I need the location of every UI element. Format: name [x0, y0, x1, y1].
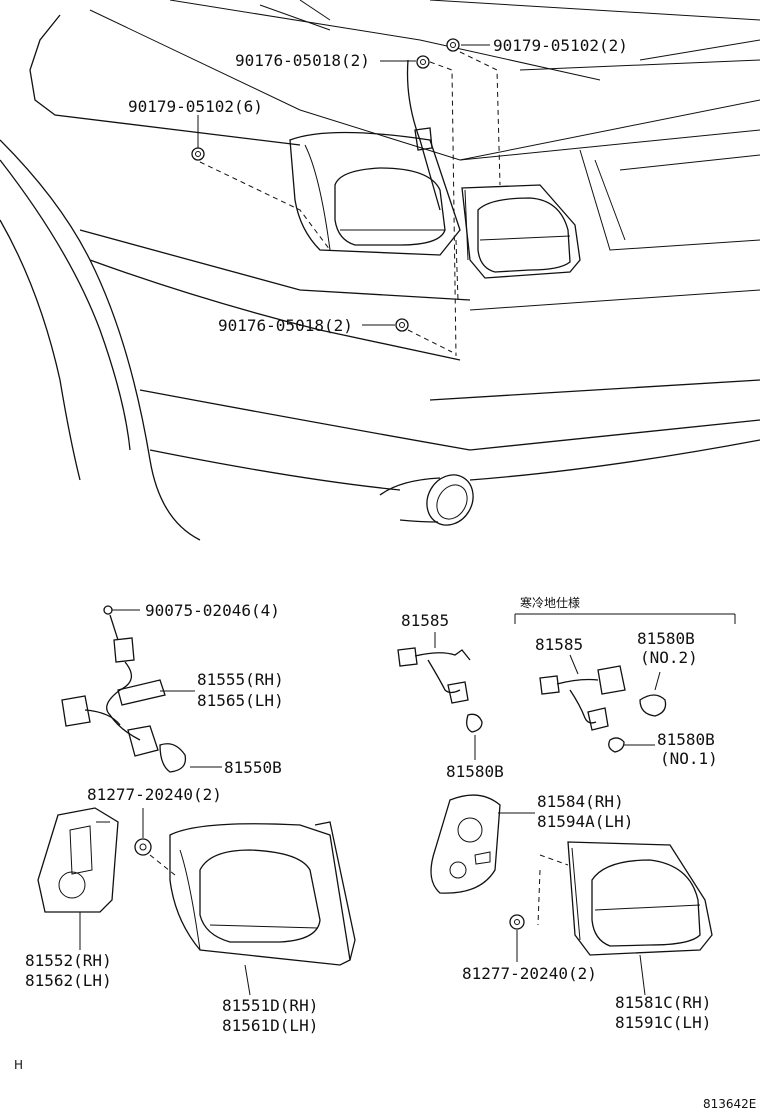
- callout-nut-outer: 81277-20240(2): [87, 785, 222, 804]
- vehicle-rear-view: [0, 0, 760, 541]
- nut-icon: [191, 147, 205, 161]
- callout-cold-spec: 寒冷地仕様: [520, 595, 580, 610]
- callout-nut-inner: 81277-20240(2): [462, 964, 597, 983]
- socket-cold-spec: [539, 654, 667, 753]
- callout-cover-rh: 81584(RH): [537, 792, 624, 811]
- callout-lamp-inner-lh: 81591C(LH): [615, 1013, 711, 1032]
- socket-center: [397, 632, 483, 760]
- callout-gasket-lh: 81562(LH): [25, 971, 112, 990]
- screw-icon: [416, 55, 430, 69]
- nut-icon: [134, 838, 152, 856]
- callout-nut-left: 90179-05102(6): [128, 97, 263, 116]
- callout-cover-lh: 81594A(LH): [537, 812, 633, 831]
- callout-gasket-rh: 81552(RH): [25, 951, 112, 970]
- callout-wire-rh: 81555(RH): [197, 670, 284, 689]
- callout-labels: 90176-05018(2) 90179-05102(2) 90179-0510…: [14, 36, 756, 1111]
- callout-bulb-no2: 81580B: [637, 629, 695, 648]
- screw-icon: [395, 318, 409, 332]
- callout-bulb-left: 81550B: [224, 758, 282, 777]
- leader-lines-upper: [197, 44, 501, 357]
- nut-icon: [446, 38, 460, 52]
- callout-socket-cold: 81585: [535, 635, 583, 654]
- callout-nut-upper-right: 90179-05102(2): [493, 36, 628, 55]
- callout-lamp-outer-lh: 81561D(LH): [222, 1016, 318, 1035]
- callout-lamp-inner-rh: 81581C(RH): [615, 993, 711, 1012]
- fastener-icons-upper: [191, 38, 460, 332]
- callout-wire-lh: 81565(LH): [197, 691, 284, 710]
- nut-lower-left: [134, 808, 176, 876]
- callout-bulb-no1-note: (NO.1): [660, 749, 718, 768]
- nut-icon: [509, 914, 525, 930]
- lamp-cover: [430, 794, 535, 894]
- callout-bulb-no1: 81580B: [657, 730, 715, 749]
- callout-screw-upper-left: 90176-05018(2): [235, 51, 370, 70]
- corner-mark: H: [14, 1058, 23, 1072]
- callout-bulb-center: 81580B: [446, 762, 504, 781]
- cold-spec-bracket: [514, 613, 736, 624]
- screw-icon: [103, 605, 113, 615]
- callout-bulb-no2-note: (NO.2): [640, 648, 698, 667]
- callout-socket-center: 81585: [401, 611, 449, 630]
- callout-screw-lower: 90176-05018(2): [218, 316, 353, 335]
- outer-lamp: [169, 821, 356, 996]
- wire-harness-left: [61, 605, 222, 773]
- gasket: [37, 807, 119, 950]
- nut-lower-right: [509, 914, 525, 962]
- diagram-id: 813642E: [703, 1097, 756, 1111]
- callout-socket-screw: 90075-02046(4): [145, 601, 280, 620]
- callout-lamp-outer-rh: 81551D(RH): [222, 996, 318, 1015]
- inner-lamp: [537, 841, 713, 996]
